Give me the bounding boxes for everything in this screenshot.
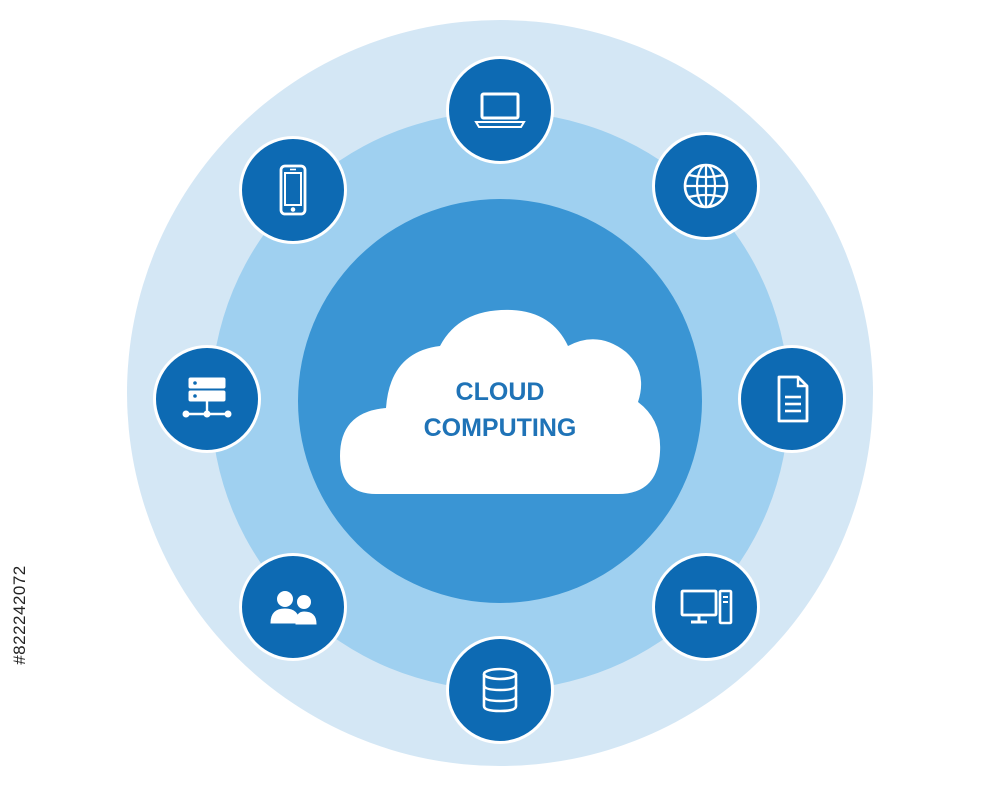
title-line-1: CLOUD [455, 378, 545, 406]
globe-node [652, 132, 760, 240]
server-node [153, 345, 261, 453]
users-icon [270, 591, 317, 625]
users-node [239, 553, 347, 661]
cloud-shape [336, 302, 664, 498]
document-node [738, 345, 846, 453]
desktop-node [652, 553, 760, 661]
database-node [446, 636, 554, 744]
document-icon [777, 375, 809, 423]
server-network-icon [182, 377, 232, 418]
stock-id-watermark: #822242072 [10, 565, 29, 665]
database-icon [482, 667, 518, 713]
title-line-2: COMPUTING [423, 414, 577, 442]
globe-icon [683, 163, 729, 209]
desktop-computer-icon [680, 589, 733, 625]
mobile-node [239, 136, 347, 244]
laptop-icon [474, 92, 526, 128]
smartphone-icon [279, 164, 307, 216]
cloud-icon [340, 309, 661, 494]
diagram-title: CLOUD COMPUTING [350, 374, 650, 446]
laptop-node [446, 56, 554, 164]
